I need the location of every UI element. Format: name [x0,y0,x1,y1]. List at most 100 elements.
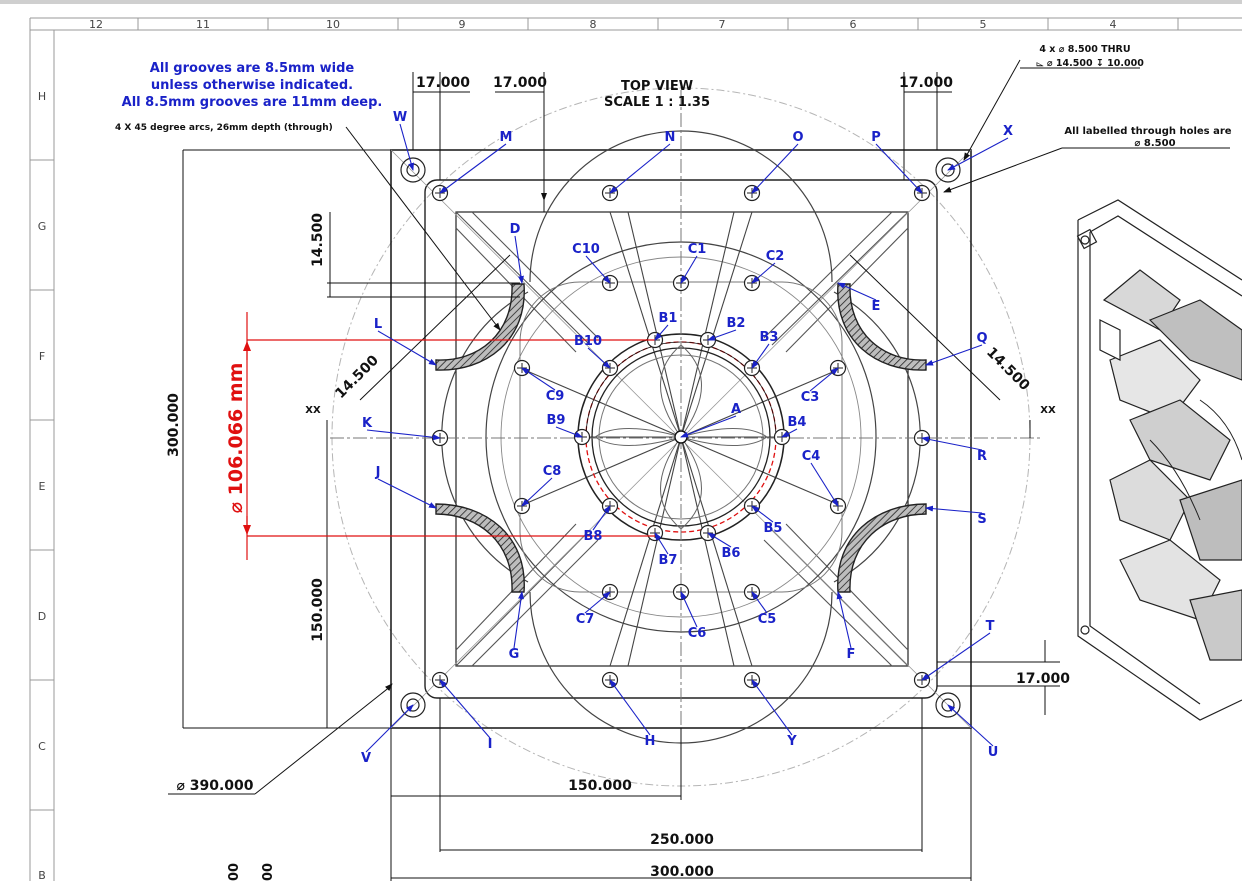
zone-side-F: F [39,350,45,363]
leader-c4 [810,462,839,507]
section-mark-left: XX [305,405,321,416]
leader-c6 [680,591,698,628]
groove-note: All grooves are 8.5mm wide unless otherw… [122,61,383,110]
leader-b9 [555,426,583,438]
leader-s [925,505,983,514]
isometric-preview [1076,199,1242,721]
zone-top-8: 8 [590,18,597,31]
through-holes-note-line-1: All labelled through holes are [1064,126,1231,137]
leader-a [680,415,737,438]
label-i: I [488,737,493,752]
leader-x [947,137,1009,171]
dim-top-right: 17.000 [899,75,953,91]
leader-c9 [521,367,556,391]
zone-top-5: 5 [980,18,987,31]
groove-note-line-2: unless otherwise indicated. [151,78,353,93]
leader-p [875,143,923,194]
dim-right-bottom: 17.000 [1016,671,1070,687]
leader-h [609,679,651,736]
bottom-fragment-2: 00 [261,863,276,881]
leader-w [399,123,414,171]
hatched-grooves [435,283,927,593]
leader-m [439,143,507,194]
view-title: TOP VIEW [621,79,693,94]
zone-side-C: C [38,740,46,753]
leader-r [921,436,983,451]
dim-top-left-b: 17.000 [493,75,547,91]
holes-callout-line-2: ⌳ ⌀ 14.500 ↧ 10.000 [1036,58,1144,69]
leader-u [947,704,994,747]
label-l: L [374,317,382,332]
leader-c5 [751,591,768,614]
zone-side-H: H [38,90,46,103]
zone-top-11: 11 [196,18,210,31]
zone-labels-side: H G F E D C B [30,90,54,882]
arc-note: 4 X 45 degree arcs, 26mm depth (through) [115,123,333,133]
label-g: G [509,647,520,662]
label-c1: C1 [688,242,707,257]
leader-v [365,704,414,753]
leader-n [609,143,671,194]
label-c2: C2 [766,249,785,264]
label-a: A [731,402,741,417]
leader-f [836,591,852,649]
label-n: N [665,130,676,145]
zone-top-4: 4 [1110,18,1117,31]
zone-labels-top: 12 11 10 9 8 7 6 5 4 [89,18,1179,31]
leader-b2 [707,329,737,341]
label-r: R [977,449,987,464]
label-j: J [375,465,381,480]
label-b10: B10 [574,334,602,349]
leader-c3 [809,367,839,392]
label-h: H [645,734,656,749]
leader-b6 [707,532,732,548]
leader-j [377,478,437,509]
label-v: V [361,751,371,766]
leader-d [514,235,524,284]
label-c5: C5 [758,612,777,627]
leader-c1 [680,255,698,284]
leader-b1 [654,324,669,341]
leader-c7 [584,591,611,614]
label-c8: C8 [543,464,562,479]
zone-top-7: 7 [719,18,726,31]
label-u: U [988,745,999,760]
zone-top-9: 9 [459,18,466,31]
label-k: K [362,416,373,431]
leader-c10 [585,255,611,284]
label-p: P [871,130,881,145]
dim-diameter-390: ⌀ 390.000 [176,778,253,794]
label-c9: C9 [546,389,565,404]
label-m: M [500,130,513,145]
section-mark-right: XX [1040,405,1056,416]
label-o: O [792,130,803,145]
label-c6: C6 [688,626,707,641]
leader-b8 [592,505,611,531]
label-w: W [393,110,407,125]
leader-k [366,429,441,441]
holes-callout-line-1: 4 x ⌀ 8.500 THRU [1039,44,1130,55]
label-t: T [986,619,995,634]
zone-top-6: 6 [850,18,857,31]
leader-y [751,679,793,736]
center-petals [594,344,768,530]
dim-bottom-250: 250.000 [650,832,714,848]
label-c10: C10 [572,242,600,257]
leader-c8 [521,477,553,507]
dim-bottom-300: 300.000 [650,864,714,880]
red-diameter-dimension [243,312,655,560]
through-holes-note-line-2: ⌀ 8.500 [1134,138,1175,149]
zone-side-B: B [38,869,46,881]
dim-bottom-150: 150.000 [568,778,632,794]
label-b7: B7 [659,553,678,568]
leader-b7 [654,532,669,555]
red-diameter-label: ⌀ 106.066 mm [225,363,247,514]
groove-note-line-3: All 8.5mm grooves are 11mm deep. [122,95,383,110]
zone-side-D: D [38,610,46,623]
label-q: Q [976,331,987,346]
label-b6: B6 [722,546,741,561]
